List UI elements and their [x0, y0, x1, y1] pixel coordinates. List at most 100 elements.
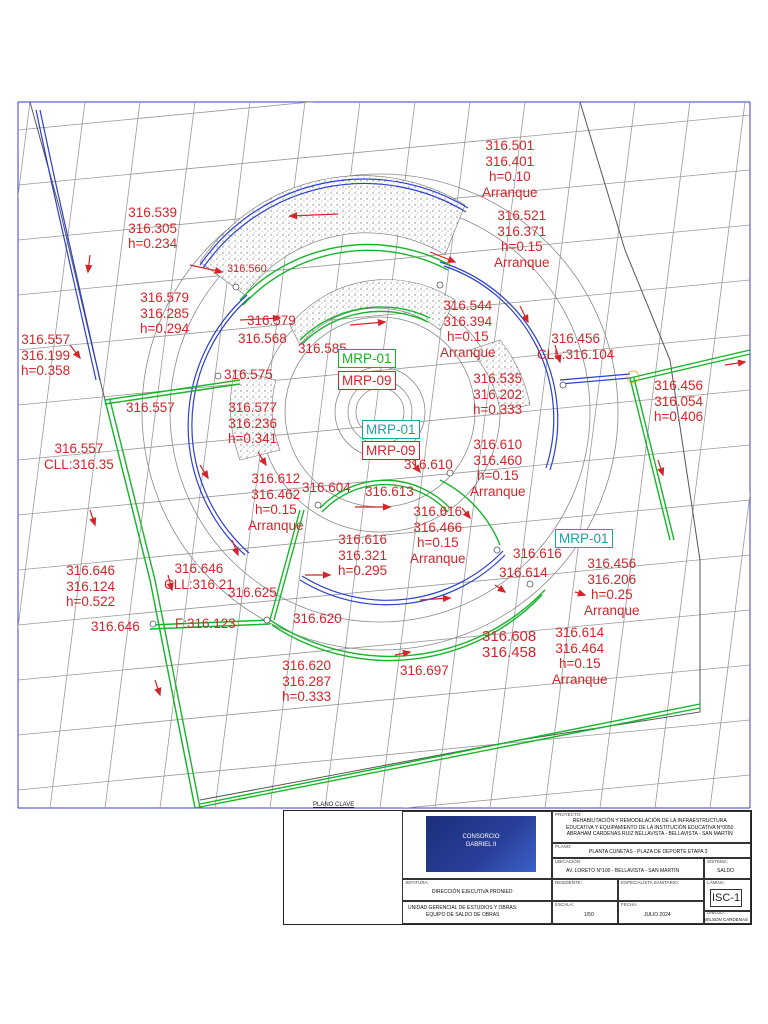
- flow-arrowhead: [72, 350, 81, 360]
- elevation-label: 316.557: [126, 400, 175, 415]
- elevation-label: 316.557 316.199 h=0.358: [21, 332, 71, 378]
- elevation-label: 316.539 316.305 h=0.234: [128, 205, 178, 251]
- flow-arrowhead: [201, 470, 209, 480]
- flow-arrowhead: [154, 687, 162, 697]
- elevation-label: 316.646: [91, 619, 140, 634]
- flow-arrowhead: [377, 318, 387, 327]
- date-text: JULIO 2024: [644, 912, 671, 918]
- elevation-label: 316.535 316.202 h=0.333: [473, 371, 523, 417]
- mrp-tag: MRP-01: [362, 420, 420, 439]
- elevation-label: 316.579 316.285 h=0.294: [140, 290, 190, 336]
- elevation-label: 316.456 316.054 h=0.406: [654, 378, 704, 424]
- elevation-label: 316.456 316.206 h=0.25 Arranque: [584, 556, 640, 618]
- mrp-tag: MRP-09: [362, 441, 420, 460]
- jefatura-cell: [402, 879, 552, 901]
- elevation-label: 316.521 316.371 h=0.15 Arranque: [494, 208, 550, 270]
- flow-arrowhead: [462, 510, 471, 520]
- plan-header: PLANO:: [555, 844, 572, 849]
- flow-arrowhead: [447, 256, 457, 263]
- key-plan-title: PLANO CLAVE: [313, 802, 355, 808]
- logo-text: GABRIEL II: [465, 842, 497, 848]
- scale-header: ESCALA:: [555, 902, 575, 907]
- elevation-label: 316.610 316.460 h=0.15 Arranque: [470, 437, 526, 499]
- elevation-label: 316.620: [293, 611, 342, 626]
- elevation-label: 316.579: [247, 313, 296, 328]
- elevation-label: 316.456 CLL:316.104: [537, 331, 615, 362]
- elevation-label: 316.646 CLL:316.21: [164, 561, 234, 592]
- flow-arrowhead: [288, 212, 298, 220]
- flow-arrowhead: [232, 547, 239, 557]
- system-header: SISTEMA:: [707, 859, 729, 864]
- unit-cell: [402, 901, 552, 924]
- flow-arrowhead: [657, 467, 665, 477]
- project-cell: [552, 811, 751, 843]
- flow-arrowhead: [497, 584, 507, 593]
- elevation-label: 316.613: [365, 484, 414, 499]
- system-text: SALDO: [717, 868, 734, 874]
- specialist-cell: [618, 879, 704, 901]
- elevation-label: 316.568: [238, 331, 287, 346]
- sheet-number: ISC-1: [710, 889, 742, 907]
- flow-arrowhead: [577, 589, 587, 597]
- flow-arrowhead: [382, 503, 392, 511]
- location-header: UBICACIÓN:: [555, 859, 582, 864]
- elevation-label: 316.646 316.124 h=0.522: [66, 563, 116, 609]
- elevation-label: 316.697: [400, 663, 449, 678]
- elevation-label: 316.501 316.401 h=0.10 Arranque: [482, 138, 538, 200]
- elevation-label: 316.608 316.458: [482, 628, 537, 661]
- location-text: AV. LORETO N°100 - BELLAVISTA - SAN MART…: [566, 868, 680, 874]
- resident-header: RESIDENTE:: [555, 880, 583, 885]
- plan-cell: [552, 843, 751, 858]
- flow-arrowhead: [554, 354, 562, 364]
- specialist-header: ESPECIALISTA SANITARIO:: [621, 880, 679, 885]
- scale-text: 1/50: [584, 912, 594, 918]
- sheet-cell: [704, 879, 751, 911]
- unit-text: UNIDAD GERENCIAL DE ESTUDIOS Y OBRAS: EQ…: [408, 905, 518, 918]
- location-cell: [552, 858, 704, 879]
- mrp-tag: MRP-01: [338, 349, 396, 368]
- company-logo: CONSORCIO GABRIEL II: [426, 816, 536, 872]
- flow-arrowhead: [166, 582, 174, 592]
- jefatura-text: DIRECCIÓN EJECUTIVA PRONIED: [432, 889, 513, 895]
- flow-arrowhead: [412, 464, 421, 474]
- flow-arrowhead: [737, 359, 747, 367]
- date-header: FECHA:: [621, 902, 638, 907]
- project-text: REHABILITACIÓN Y REMODELACIÓN DE LA INFR…: [566, 818, 734, 837]
- drawn-cell: [704, 911, 751, 924]
- elevation-label: 316.544 316.394 h=0.15 Arranque: [440, 298, 496, 360]
- plan-text: PLANTA CUNETAS - PLAZA DE DEPORTE ETAPA …: [589, 849, 708, 855]
- mrp-tag: MRP-09: [338, 371, 396, 390]
- drawn-text: WILSON CARDENAS: [704, 917, 749, 922]
- mrp-tag: MRP-01: [555, 529, 613, 548]
- flow-arrowhead: [259, 457, 267, 467]
- elevation-label: 316.610: [404, 457, 453, 472]
- elevation-label: F:316.123: [175, 616, 236, 631]
- elevation-label: 316.620 316.287 h=0.333: [282, 658, 332, 704]
- flow-arrowhead: [521, 314, 529, 324]
- flow-arrow: [289, 213, 339, 217]
- elevation-label: 316.577 316.236 h=0.341: [228, 400, 278, 446]
- system-cell: [704, 858, 751, 879]
- sheet-header: LÁMINA:: [707, 880, 726, 885]
- project-header: PROYECTO:: [555, 812, 582, 817]
- elevation-label: 316.557 CLL:316.35: [44, 441, 114, 472]
- flow-arrowhead: [214, 266, 224, 275]
- elevation-label: 316.614: [499, 565, 548, 580]
- logo-cell: [402, 811, 552, 879]
- flow-arrowhead: [89, 517, 97, 527]
- flow-arrowhead: [442, 594, 452, 603]
- elevation-label: 316.575: [224, 367, 273, 382]
- jefatura-header: JEFATURA:: [405, 880, 429, 885]
- elevation-label: 316.616 316.321 h=0.295: [338, 532, 388, 578]
- flow-arrowhead: [85, 264, 93, 274]
- logo-text: CONSORCIO: [462, 834, 500, 840]
- elevation-label: 316.560: [227, 263, 267, 275]
- date-cell: [618, 901, 704, 924]
- elevation-label: 316.604: [302, 480, 351, 495]
- flow-arrowhead: [322, 571, 332, 579]
- elevation-label: 316.616 316.466 h=0.15 Arranque: [410, 504, 466, 566]
- elevation-label: 316.612 316.462 h=0.15 Arranque: [248, 471, 304, 533]
- drawn-header: DIBUJO:: [707, 910, 725, 915]
- resident-cell: [552, 879, 618, 901]
- elevation-label: 316.614 316.464 h=0.15 Arranque: [552, 625, 608, 687]
